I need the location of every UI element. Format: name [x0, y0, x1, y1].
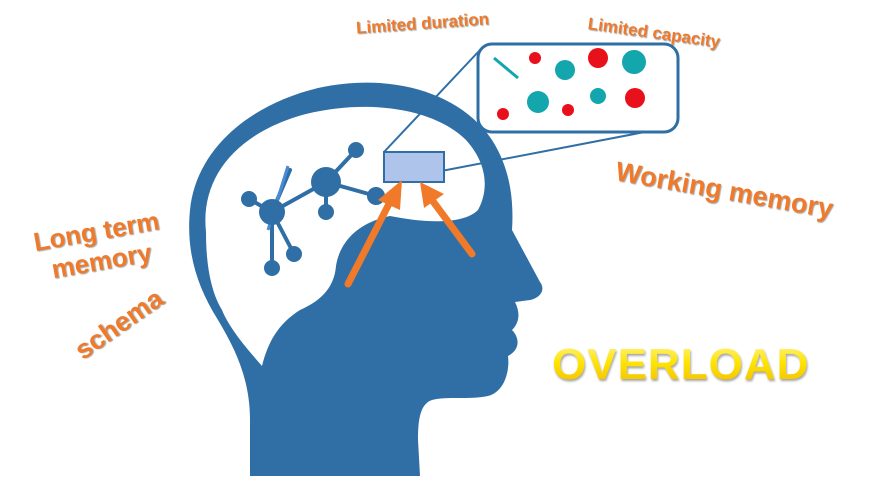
overload-label: OVERLOAD: [552, 340, 810, 389]
memory-item-teal: [555, 60, 575, 80]
schema-node: [348, 142, 364, 158]
schema-node: [367, 187, 385, 205]
memory-item-teal: [590, 88, 606, 104]
schema-node: [286, 246, 302, 262]
working-memory-box: [383, 151, 445, 183]
input-arrows: [344, 180, 476, 288]
memory-items: [493, 48, 646, 120]
schema-node: [318, 204, 334, 220]
schema-node: [311, 167, 341, 197]
schema-node: [264, 260, 280, 276]
memory-item-red: [497, 108, 509, 120]
memory-item-teal: [527, 91, 549, 113]
memory-item-red: [529, 52, 541, 64]
schema-node: [241, 191, 257, 207]
memory-item-line: [493, 56, 519, 80]
memory-item-red: [588, 48, 608, 68]
memory-item-red: [562, 104, 574, 116]
working-memory-zoom-box: [476, 42, 680, 134]
memory-item-teal: [622, 50, 646, 74]
memory-item-red: [625, 88, 645, 108]
schema-node: [259, 199, 285, 225]
